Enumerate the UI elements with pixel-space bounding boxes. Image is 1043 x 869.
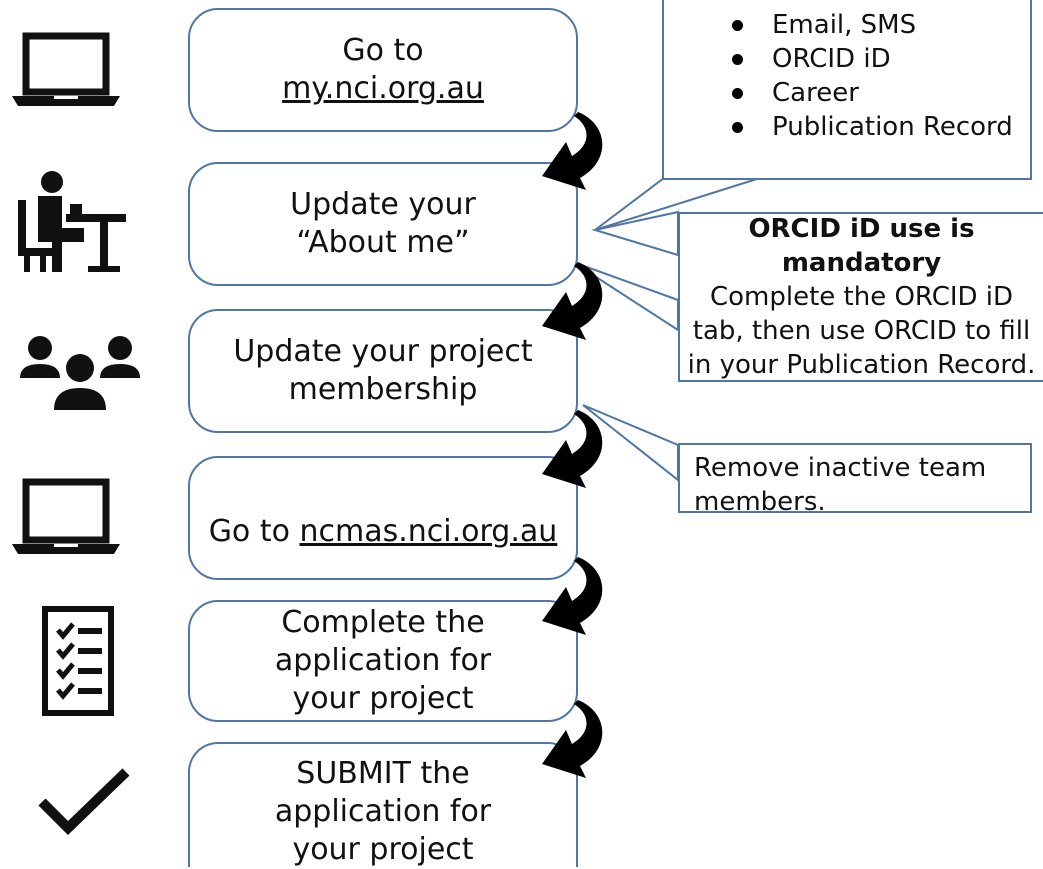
team-icon	[20, 336, 140, 410]
membership-line-2: members.	[694, 487, 826, 517]
membership-line-1: Remove inactive team	[694, 453, 987, 483]
step-line: application for	[274, 643, 492, 678]
checkmark-icon	[38, 768, 130, 836]
orcid-callout-pointer-top	[591, 210, 679, 257]
about-me-details-callout: Personal Email, SMS ORCID iD Career Publ…	[662, 0, 1032, 180]
step-submit-application: SUBMIT the application for your project	[188, 742, 578, 867]
orcid-heading-1: ORCID iD use is	[748, 214, 975, 244]
step-line: SUBMIT the	[296, 755, 470, 791]
callout-item-personal: Personal	[664, 0, 1030, 8]
step-complete-application: Complete the application for your projec…	[188, 600, 578, 722]
step-line: Complete the	[281, 605, 485, 640]
ncmas-link[interactable]: ncmas.nci.org.au	[299, 514, 558, 549]
orcid-body-1: Complete the ORCID iD	[709, 282, 1014, 312]
orcid-callout-pointer	[572, 261, 679, 332]
step-line: your project	[292, 831, 474, 867]
step-line: membership	[288, 372, 478, 407]
step-line: “About me”	[296, 225, 470, 260]
step-go-to-my-nci: Go to my.nci.org.au	[188, 8, 578, 132]
orcid-body-2: tab, then use ORCID to fill	[692, 316, 1031, 346]
orcid-heading-2: mandatory	[781, 248, 942, 278]
step-line: Update your	[290, 187, 476, 222]
step-line: Go to ncmas.nci.org.au	[209, 513, 558, 551]
orcid-callout: ORCID iD use is mandatory Complete the O…	[678, 212, 1043, 382]
step-line: application for	[274, 793, 492, 829]
step-line: Update your project	[233, 334, 533, 369]
callout-item-orcid: ORCID iD	[664, 42, 1030, 76]
step-go-to-ncmas: Go to ncmas.nci.org.au	[188, 456, 578, 580]
callout-item-career: Career	[664, 76, 1030, 110]
step-text: Go to	[208, 514, 300, 549]
step-line: Go to	[342, 33, 424, 68]
laptop-icon	[12, 32, 120, 106]
step-line: your project	[292, 681, 474, 716]
callout-item-publication-record: Publication Record	[664, 110, 1030, 144]
person-at-desk-icon	[18, 171, 126, 272]
step-update-project-membership: Update your project membership	[188, 309, 578, 433]
orcid-body-3: in your Publication Record.	[687, 350, 1036, 380]
laptop-icon	[12, 478, 120, 554]
my-nci-link[interactable]: my.nci.org.au	[282, 71, 484, 106]
membership-callout: Remove inactive team members.	[678, 443, 1032, 517]
membership-callout-pointer	[582, 404, 679, 483]
step-update-about-me: Update your “About me”	[188, 162, 578, 286]
callout-item-email-sms: Email, SMS	[664, 8, 1030, 42]
checklist-icon	[42, 606, 114, 716]
